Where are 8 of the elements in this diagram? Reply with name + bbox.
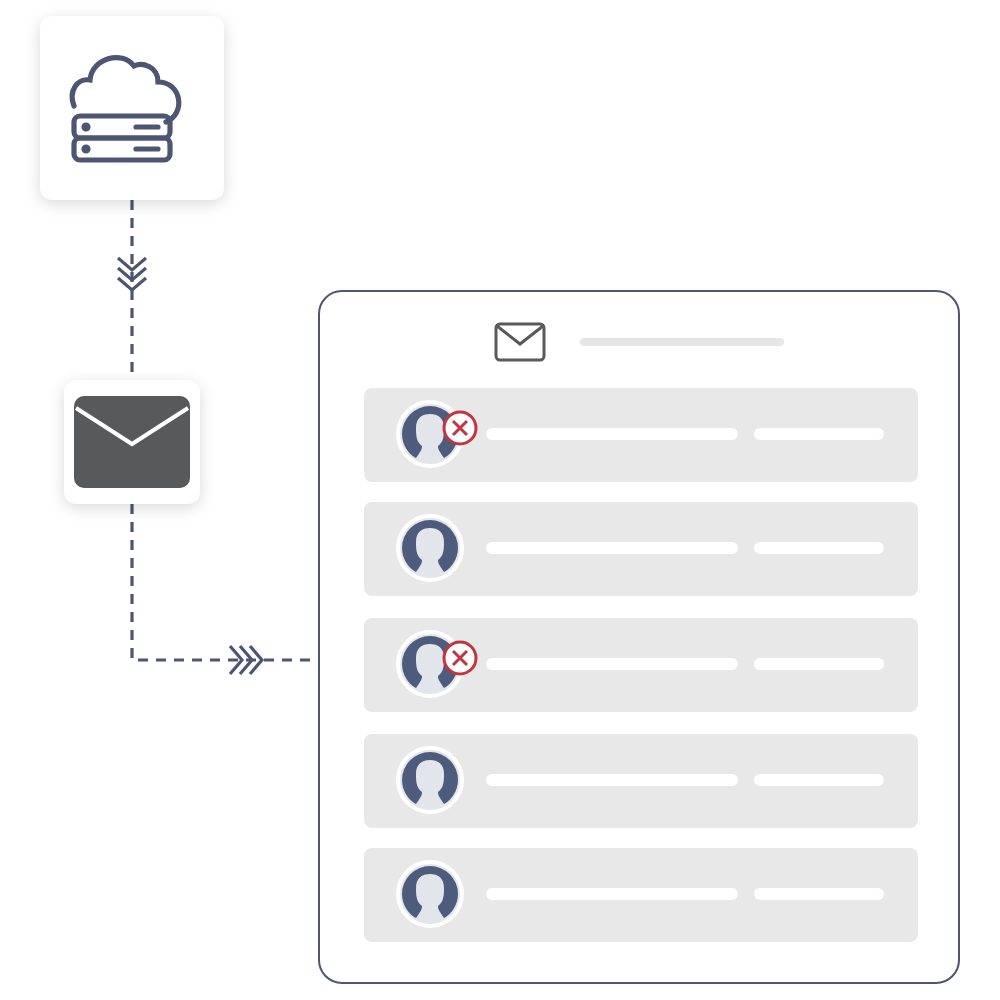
email-card (64, 380, 200, 504)
contact-row (364, 848, 918, 942)
contact-row (364, 388, 918, 482)
cloud-server-card (40, 16, 224, 200)
contact-row (364, 618, 918, 712)
inbox-panel (318, 290, 960, 984)
contact-row (364, 734, 918, 828)
contact-row (364, 502, 918, 596)
